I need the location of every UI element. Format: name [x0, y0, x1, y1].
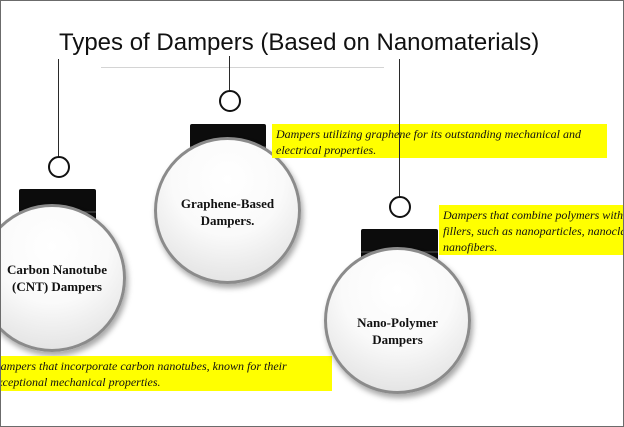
description-cnt: Dampers that incorporate carbon nanotube… [1, 356, 332, 391]
hanger-ring-cnt [48, 156, 70, 178]
title-divider [101, 67, 384, 68]
hanger-ring-polymer [389, 196, 411, 218]
ornament-ball-cnt [1, 204, 126, 352]
description-polymer: Dampers that combine polymers with nanos… [439, 205, 623, 255]
hanging-string-graphene [229, 56, 230, 92]
ornament-label-cnt: Carbon Nanotube (CNT) Dampers [6, 262, 108, 294]
hanging-string-cnt [58, 59, 59, 157]
hanger-ring-graphene [219, 90, 241, 112]
ornament-ball-graphene [154, 137, 301, 284]
description-graphene: Dampers utilizing graphene for its outst… [272, 124, 607, 158]
hanging-string-polymer [399, 59, 400, 197]
ornament-ball-polymer [324, 247, 471, 394]
slide-title: Types of Dampers (Based on Nanomaterials… [59, 29, 540, 56]
ornament-label-graphene: Graphene-Based Dampers. [180, 196, 275, 228]
ornament-label-polymer: Nano-Polymer Dampers [357, 315, 438, 347]
